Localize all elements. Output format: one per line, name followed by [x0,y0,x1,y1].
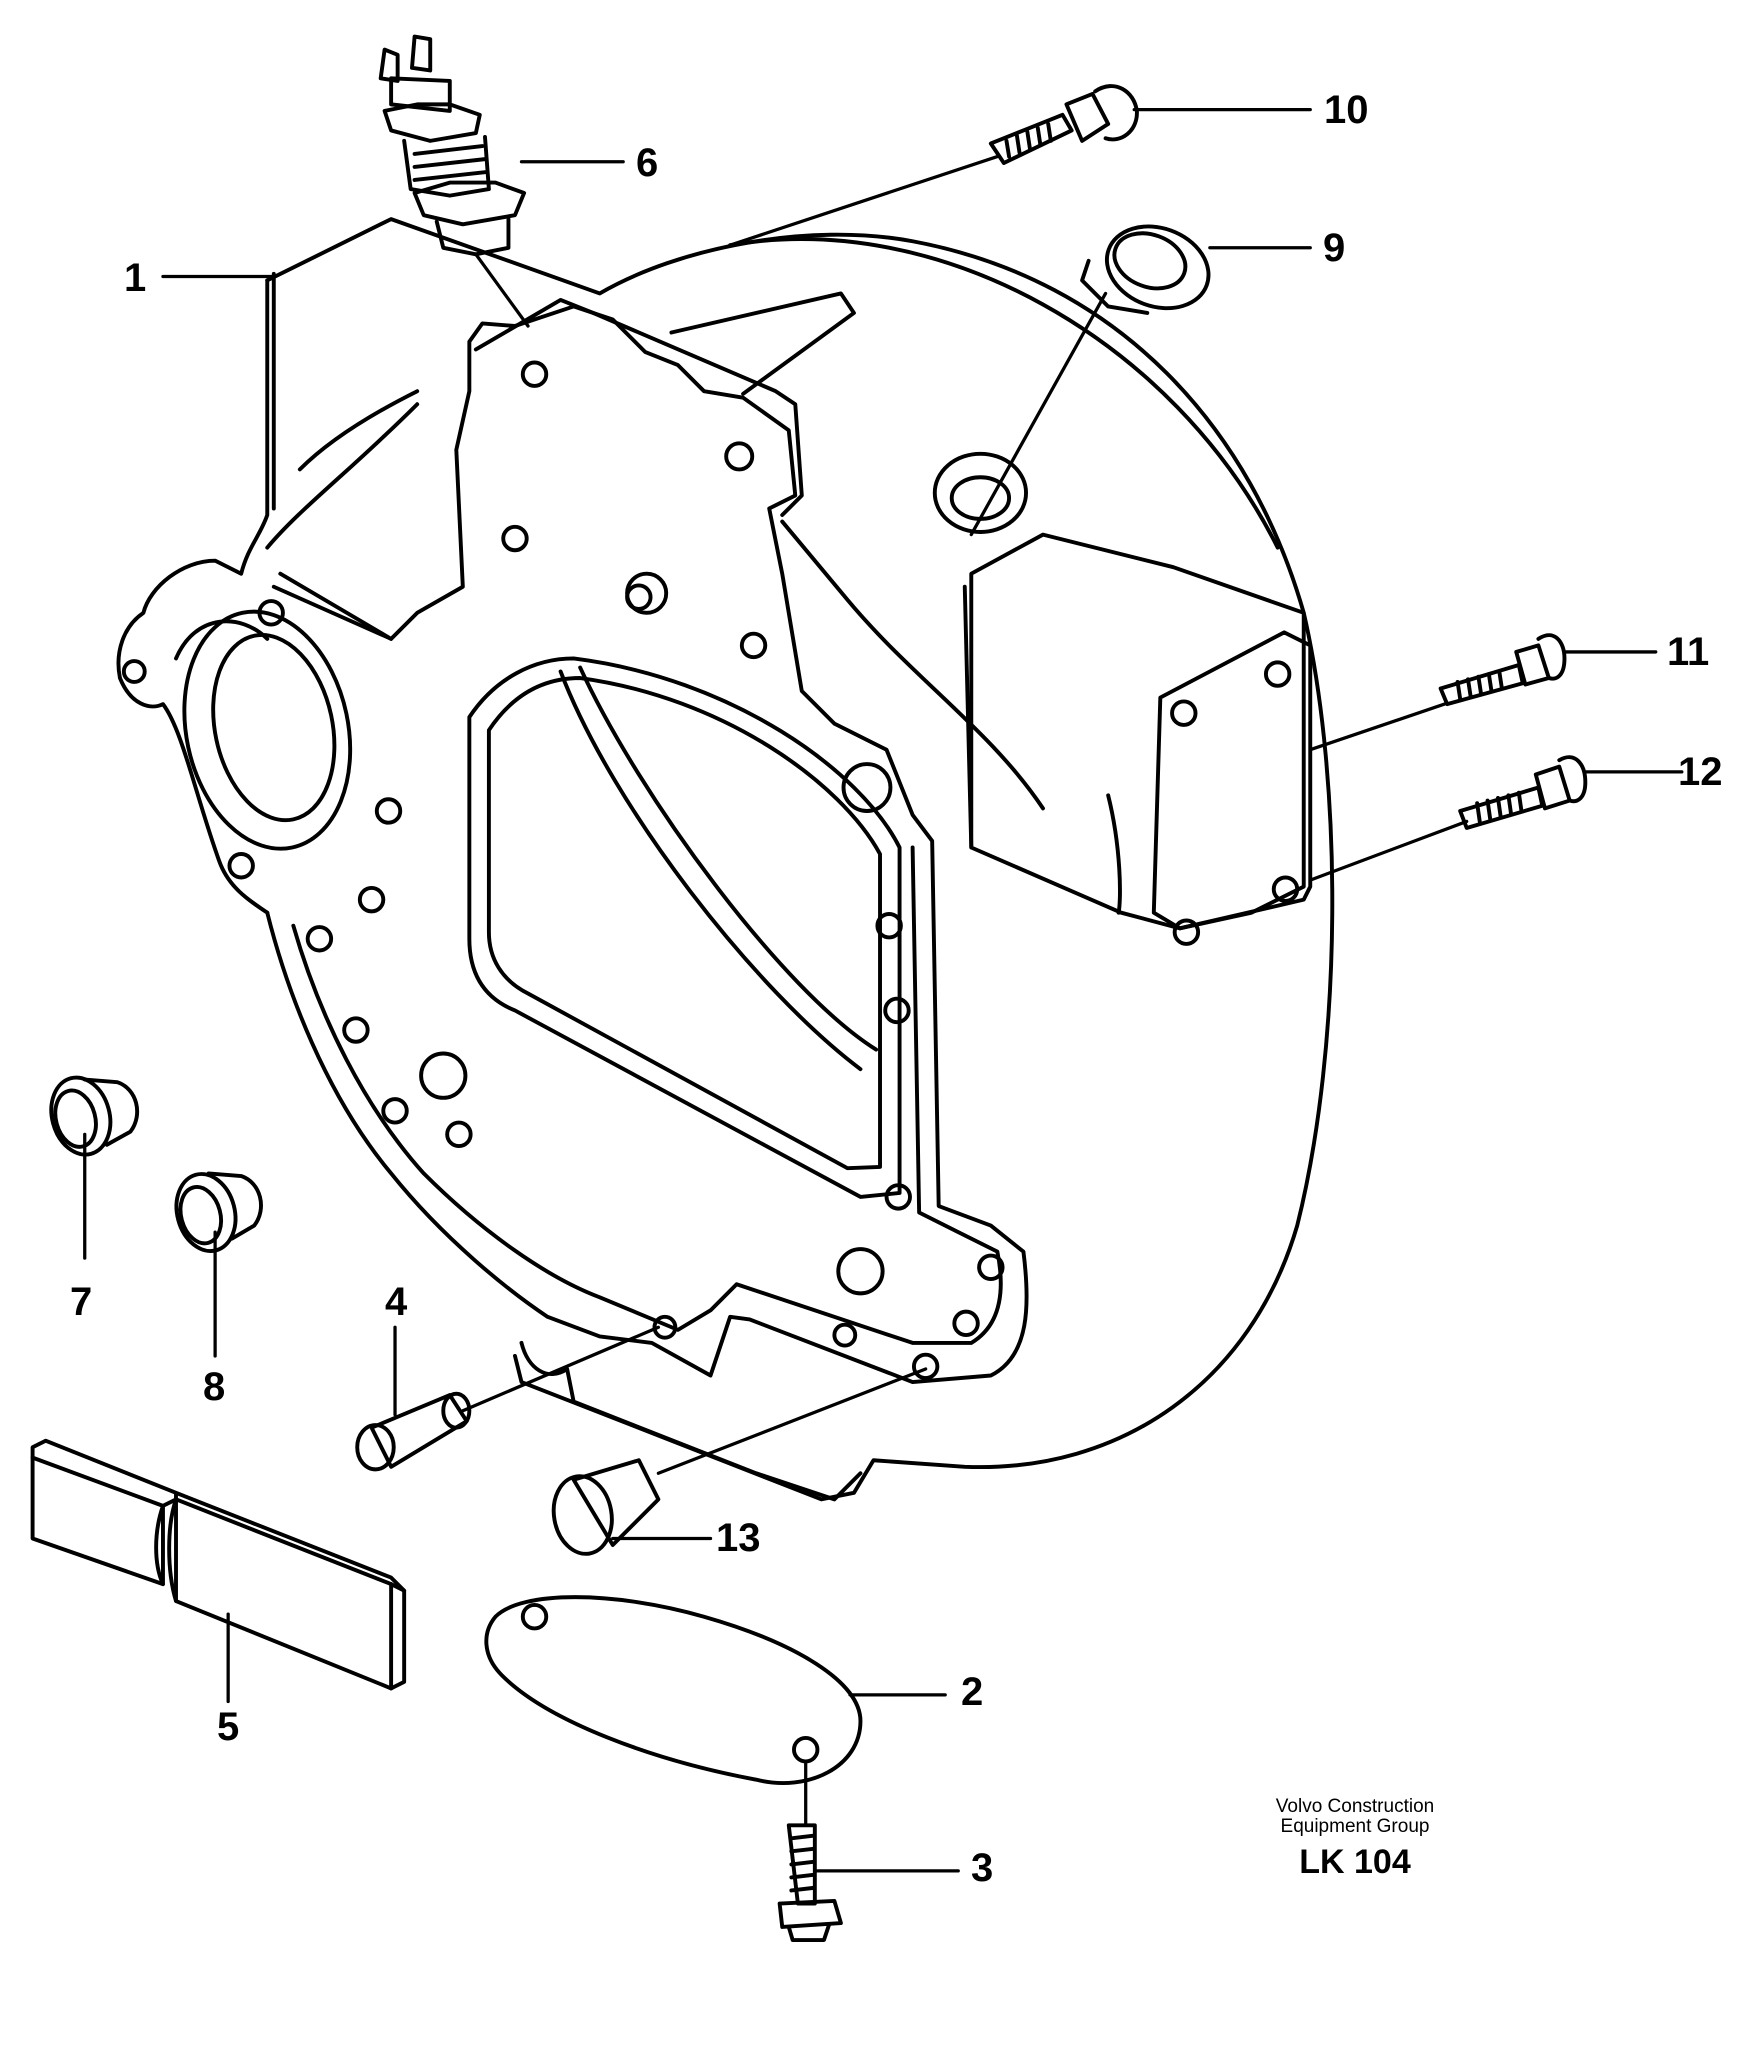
window-inner-ring [486,676,882,1171]
flange-hole [445,1120,473,1149]
flange-hole [977,1253,1005,1281]
window-rim [558,669,863,1072]
flange-hole [841,762,893,813]
flange-hole [875,912,903,940]
flange-hole [381,1097,409,1125]
flange-hole [625,583,653,611]
flange-hole [357,885,386,914]
top-plate [473,297,804,518]
shim-part-5 [30,1438,407,1691]
leader-line-4b [461,1325,661,1413]
leader-line-11b [1308,702,1447,752]
top-bore [932,451,1028,534]
callout-3: 3 [971,1846,994,1890]
plug-part-7 [49,1075,140,1157]
callout-8: 8 [203,1365,226,1409]
housing-rear-arc [1106,793,1122,915]
callout-9: 9 [1323,226,1346,270]
leader-line-6b [474,252,530,328]
flange-hole [342,1016,370,1044]
flange-hole [884,1183,912,1211]
housing-outer-shell [265,217,1335,1502]
flywheel-housing [116,217,1335,1502]
seal-bore-lip [174,619,270,661]
leader-line-13b [656,1367,928,1475]
callout-13: 13 [716,1516,761,1560]
flange-hole [501,524,529,553]
callout-6: 6 [636,141,659,185]
flange-inner-edge [291,845,1003,1345]
pad-hole [1172,918,1201,946]
housing-window-opening [467,656,902,1199]
flange-hole [419,1051,468,1100]
sensor-part [378,34,527,257]
flange-hole [724,441,755,472]
callout-7: 7 [70,1280,93,1324]
side-pad-face [1151,630,1313,931]
leader-lines [83,107,1684,1873]
seal-bore-inner [211,632,337,823]
cover-plate-part-2 [484,1595,863,1785]
dowel-pin-part-4 [355,1391,472,1472]
pad-hole [1263,660,1292,688]
bolt-part-3 [777,1823,843,1942]
flange-hole [883,996,911,1025]
bolt-part-11 [1438,633,1567,707]
callout-5: 5 [217,1705,240,1749]
housing-slot [278,571,394,641]
callout-4: 4 [385,1280,408,1324]
housing-left-ear [116,278,270,915]
callout-10: 10 [1324,88,1369,132]
leader-line-12b [1308,819,1469,882]
window-rim-2 [578,665,879,1052]
callout-1: 1 [124,256,147,300]
flange-hole [520,360,549,388]
flange-hole [257,599,285,627]
credit-line-1: Volvo Construction [1275,1796,1435,1817]
housing-top-ridge [728,237,1280,550]
plug-part-13 [551,1458,661,1556]
callout-2: 2 [961,1670,984,1714]
flange-hole [374,797,403,825]
flange-hole [832,1322,858,1348]
seal-bore-outer [182,609,353,851]
callout-12: 12 [1678,750,1723,794]
side-pad [969,532,1306,931]
leader-line-1 [161,274,276,283]
bolt-part-10 [988,84,1139,165]
credit-line-2: Equipment Group [1280,1815,1430,1837]
front-flange [265,304,1029,1384]
bolt-part-12 [1458,755,1588,830]
flange-hole [305,925,334,953]
callout-11: 11 [1667,630,1710,674]
pad-hole [1170,699,1198,727]
drawing-code: LK 104 [1299,1842,1411,1881]
flange-hole [121,659,147,684]
leader-line-10b [728,154,999,247]
pad-hole [1271,875,1300,903]
side-pad-shadow [962,584,974,850]
flange-hole [952,1309,980,1338]
flange-hole [836,1247,885,1296]
credit-block: Volvo Construction Equipment Group LK 10… [1230,1797,1480,1881]
flange-hole [911,1352,940,1381]
plug-part-9 [1080,224,1211,315]
top-wedge [669,291,856,396]
flange-hole [227,852,255,880]
flange-hole [739,631,768,660]
leader-line-9b [969,291,1108,537]
housing-arc-left-2 [265,402,420,550]
housing-edge-shading [780,519,1045,811]
housing-arc-left [297,389,420,472]
